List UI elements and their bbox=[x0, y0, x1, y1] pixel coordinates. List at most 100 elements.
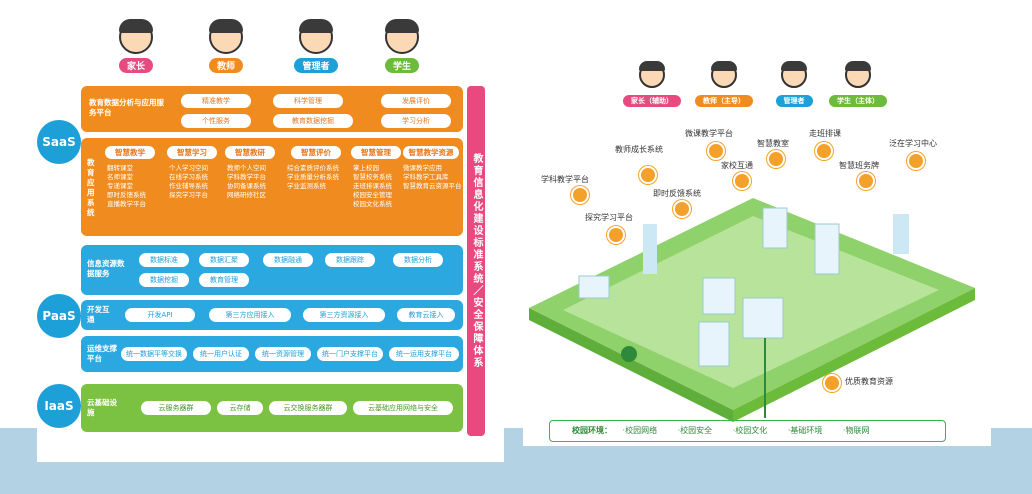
col-items: 教师个人空间学科教学平台协同备课系统网络研修社区 bbox=[227, 164, 266, 199]
campus-illustration bbox=[529, 198, 975, 422]
iaas-item: 云基础应用网络与安全 bbox=[353, 401, 453, 415]
learning-center-pin-icon bbox=[907, 152, 925, 170]
manager-avatar-icon bbox=[781, 61, 807, 88]
paas-item: 第三方应用接入 bbox=[209, 308, 291, 322]
paas-row3-label: 运维支撑平台 bbox=[87, 344, 117, 363]
col-title: 智慧教学 bbox=[105, 146, 155, 159]
user-label: 家长 bbox=[118, 58, 153, 73]
paas-dev-block: 开发互通 开发API 第三方应用接入 第三方资源接入 教育云接入 bbox=[81, 300, 463, 330]
user-parent: 家长 bbox=[101, 19, 171, 73]
paas-row1-label: 信息资源数据服务 bbox=[87, 259, 125, 278]
saas-item: 教育数据挖掘 bbox=[273, 114, 353, 128]
paas-item: 统一数据平等交换 bbox=[121, 347, 187, 361]
user-student: 学生 bbox=[367, 19, 437, 73]
col-items: 翻转课堂名师课堂专递课堂即时反馈系统直播教学平台 bbox=[107, 164, 146, 208]
env-item: ·基础环境 bbox=[787, 426, 823, 435]
user-label: 管理者 bbox=[294, 58, 338, 73]
user-label: 家长（辅助） bbox=[623, 95, 681, 107]
iaas-item: 云服务器群 bbox=[141, 401, 211, 415]
map-label: 探究学习平台 bbox=[585, 213, 633, 222]
user-label: 教师（主导） bbox=[695, 95, 753, 107]
map-label: 泛在学习中心 bbox=[889, 139, 937, 148]
paas-item: 统一门户支撑平台 bbox=[317, 347, 383, 361]
parent-avatar-icon bbox=[119, 19, 153, 54]
paas-item: 数据跟踪 bbox=[325, 253, 375, 267]
architecture-diagram: 家长 教师 管理者 学生 SaaS 教育数据分析与应用服务平台 精准教学 科学管… bbox=[37, 0, 504, 462]
paas-item: 统一用户认证 bbox=[193, 347, 249, 361]
class-board-pin-icon bbox=[857, 172, 875, 190]
platform-pin-icon bbox=[639, 166, 657, 184]
saas-circle: SaaS bbox=[37, 120, 81, 164]
saas-apps-block: 教育应用系统 智慧教学 翻转课堂名师课堂专递课堂即时反馈系统直播教学平台 智慧学… bbox=[81, 138, 463, 236]
saas-item: 发展评价 bbox=[381, 94, 451, 108]
col-items: 微课教学应用学科教学工具库智慧教育云资源平台 bbox=[403, 164, 462, 190]
user-teacher: 教师（主导） bbox=[689, 61, 759, 107]
paas-item: 数据融通 bbox=[263, 253, 313, 267]
col-items: 综合素质评价系统学业质量分析系统学业监测系统 bbox=[287, 164, 339, 190]
teacher-avatar-icon bbox=[209, 19, 243, 54]
platform-pin-icon bbox=[607, 226, 625, 244]
platform-pin-icon bbox=[571, 186, 589, 204]
user-label: 学生（主体） bbox=[829, 95, 887, 107]
map-label: 即时反馈系统 bbox=[653, 189, 701, 198]
saas-item: 精准教学 bbox=[181, 94, 251, 108]
col-title: 智慧教研 bbox=[225, 146, 275, 159]
manager-avatar-icon bbox=[299, 19, 333, 54]
col-title: 智慧教学资源 bbox=[403, 146, 459, 159]
paas-item: 教育云接入 bbox=[397, 308, 455, 322]
saas-item: 个性服务 bbox=[181, 114, 251, 128]
paas-item: 统一运用支撑平台 bbox=[389, 347, 459, 361]
teacher-avatar-icon bbox=[711, 61, 737, 88]
saas-item: 学习分析 bbox=[381, 114, 451, 128]
map-label: 优质教育资源 bbox=[845, 377, 893, 386]
classroom-pin-icon bbox=[767, 150, 785, 168]
paas-item: 教育管理 bbox=[199, 273, 249, 287]
paas-item: 开发API bbox=[125, 308, 195, 322]
paas-circle: PaaS bbox=[37, 294, 81, 338]
saas-row1-label: 教育数据分析与应用服务平台 bbox=[89, 98, 164, 117]
user-teacher: 教师 bbox=[191, 19, 261, 73]
home-school-pin-icon bbox=[733, 172, 751, 190]
platform-pin-icon bbox=[673, 200, 691, 218]
saas-item: 科学管理 bbox=[273, 94, 343, 108]
student-avatar-icon bbox=[385, 19, 419, 54]
env-title: 校园环境： bbox=[572, 426, 612, 435]
env-item: ·校园安全 bbox=[677, 426, 713, 435]
parent-avatar-icon bbox=[639, 61, 665, 88]
map-label: 学科教学平台 bbox=[541, 175, 589, 184]
iaas-circle: IaaS bbox=[37, 384, 81, 428]
paas-item: 数据分析 bbox=[393, 253, 443, 267]
col-title: 智慧管理 bbox=[351, 146, 401, 159]
paas-item: 第三方资源接入 bbox=[303, 308, 385, 322]
saas-row2-label: 教育应用系统 bbox=[87, 158, 95, 217]
iaas-block: 云基础设施 云服务器群 云存储 云交换服务器群 云基础应用网络与安全 bbox=[81, 384, 463, 432]
user-label: 教师 bbox=[208, 58, 243, 73]
resource-pin-icon bbox=[823, 374, 841, 392]
map-label: 智慧班务牌 bbox=[839, 161, 879, 170]
col-items: 掌上校园智慧校务系统走班排课系统校园安全管理校园文化系统 bbox=[353, 164, 392, 208]
saas-analysis-block: 教育数据分析与应用服务平台 精准教学 科学管理 发展评价 个性服务 教育数据挖掘… bbox=[81, 86, 463, 132]
iaas-item: 云交换服务器群 bbox=[269, 401, 347, 415]
env-item: ·物联网 bbox=[842, 426, 870, 435]
security-system-bar: 教育信息化建设标准系统／安全保障体系 bbox=[467, 86, 485, 436]
user-label: 学生 bbox=[384, 58, 419, 73]
paas-data-block: 信息资源数据服务 数据标准 数据汇聚 数据融通 数据跟踪 数据分析 数据挖掘 教… bbox=[81, 245, 463, 295]
iaas-item: 云存储 bbox=[217, 401, 263, 415]
map-label: 走班排课 bbox=[809, 129, 841, 138]
campus-map: 家长（辅助） 教师（主导） 管理者 学生（主体） 学科教学平台 探究学习平台 教… bbox=[523, 18, 991, 446]
paas-item: 数据标准 bbox=[139, 253, 189, 267]
col-title: 智慧评价 bbox=[291, 146, 341, 159]
platform-pin-icon bbox=[707, 142, 725, 160]
col-items: 个人学习空间在线学习系统作业辅导系统探究学习平台 bbox=[169, 164, 208, 199]
campus-environment-box: 校园环境： ·校园网络 ·校园安全 ·校园文化 ·基础环境 ·物联网 bbox=[549, 420, 946, 442]
map-label: 微课教学平台 bbox=[685, 129, 733, 138]
paas-ops-block: 运维支撑平台 统一数据平等交换 统一用户认证 统一资源管理 统一门户支撑平台 统… bbox=[81, 336, 463, 372]
paas-row2-label: 开发互通 bbox=[87, 305, 110, 324]
paas-item: 数据挖掘 bbox=[139, 273, 189, 287]
map-label: 智慧教室 bbox=[757, 139, 789, 148]
map-label: 教师成长系统 bbox=[615, 145, 663, 154]
user-parent: 家长（辅助） bbox=[617, 61, 687, 107]
student-avatar-icon bbox=[845, 61, 871, 88]
schedule-pin-icon bbox=[815, 142, 833, 160]
env-item: ·校园文化 bbox=[732, 426, 768, 435]
